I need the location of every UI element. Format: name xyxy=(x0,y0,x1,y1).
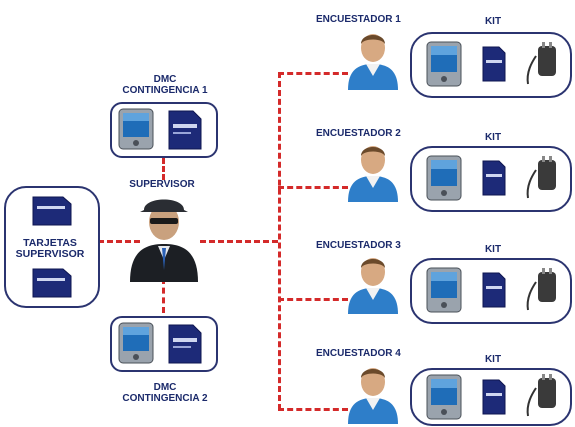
sd-card-icon xyxy=(32,268,72,298)
enumerator-person-icon xyxy=(348,34,398,90)
kit-box xyxy=(410,258,572,324)
dmc-contingency-2-box xyxy=(110,316,218,372)
pda-device-icon xyxy=(426,41,462,87)
dmc-contingency-1-box xyxy=(110,102,218,158)
connector-bus-enc3 xyxy=(278,298,348,301)
kit-box xyxy=(410,32,572,98)
connector-bus-enc4 xyxy=(278,408,348,411)
enumerator-label: ENCUESTADOR 1 xyxy=(316,14,401,25)
connector-bus-enc2 xyxy=(278,186,348,189)
supervisor-cards-box xyxy=(4,186,100,308)
dmc-contingency-1-title: DMC CONTINGENCIA 1 xyxy=(122,74,208,96)
connector-supervisor-dmc2 xyxy=(162,278,165,313)
charger-icon xyxy=(526,374,556,417)
kit-label: KIT xyxy=(484,16,502,27)
kit-box xyxy=(410,368,572,426)
supervisor-label: SUPERVISOR xyxy=(129,179,195,190)
kit-label: KIT xyxy=(484,244,502,255)
connector-bus-enc1 xyxy=(278,72,348,75)
enumerator-label: ENCUESTADOR 4 xyxy=(316,348,401,359)
pda-device-icon xyxy=(426,155,462,201)
supervisor-person-icon xyxy=(130,199,198,282)
kit-label: KIT xyxy=(484,354,502,365)
connector-supervisor-dmc1 xyxy=(162,158,165,180)
pda-device-icon xyxy=(426,267,462,313)
dmc-contingency-2-title: DMC CONTINGENCIA 2 xyxy=(122,382,208,404)
sd-card-icon xyxy=(482,272,506,308)
pda-device-icon xyxy=(118,322,154,364)
pda-device-icon xyxy=(426,374,462,420)
charger-icon xyxy=(526,268,556,311)
sd-card-icon xyxy=(482,379,506,415)
sd-card-icon xyxy=(168,110,202,150)
kit-label: KIT xyxy=(484,132,502,143)
pda-device-icon xyxy=(118,108,154,150)
sd-card-icon xyxy=(482,160,506,196)
connector-supervisor-bus xyxy=(200,240,278,243)
enumerator-person-icon xyxy=(348,368,398,424)
enumerator-person-icon xyxy=(348,258,398,314)
enumerator-label: ENCUESTADOR 2 xyxy=(316,128,401,139)
charger-icon xyxy=(526,156,556,199)
enumerator-person-icon xyxy=(348,146,398,202)
sd-card-icon xyxy=(168,324,202,364)
kit-box xyxy=(410,146,572,212)
sd-card-icon xyxy=(482,46,506,82)
supervisor-cards-title: TARJETAS SUPERVISOR xyxy=(15,237,85,260)
enumerator-label: ENCUESTADOR 3 xyxy=(316,240,401,251)
connector-cards-supervisor xyxy=(98,240,140,243)
sd-card-icon xyxy=(32,196,72,226)
charger-icon xyxy=(526,42,556,85)
connector-bus-vertical xyxy=(278,72,281,410)
